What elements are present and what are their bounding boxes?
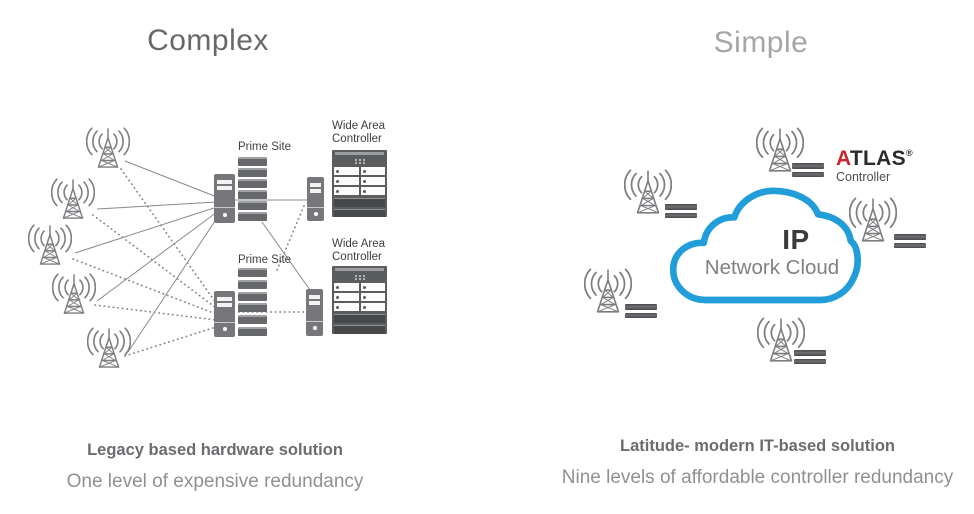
server-icon [306, 289, 323, 336]
server-stack-icon [238, 157, 267, 221]
server-icon [307, 177, 324, 221]
redundancy-bars-icon [894, 234, 926, 251]
atlas-controller-label: Controller [836, 170, 891, 184]
redundancy-bars-icon [665, 204, 697, 221]
server-stack-icon [238, 268, 267, 336]
redundancy-bars-icon [792, 163, 824, 180]
redundancy-bars-icon [625, 304, 657, 321]
legacy-caption-subtitle: One level of expensive redundancy [66, 471, 364, 492]
redundancy-bars-icon [794, 350, 826, 367]
server-icon [214, 174, 235, 223]
registered-mark-icon: ® [905, 148, 913, 158]
controller-rack-icon [332, 266, 387, 334]
simple-heading: Simple [713, 26, 809, 59]
atlas-letters-tlas: TLAS [849, 147, 906, 170]
wide-area-controller-label: Wide Area Controller [332, 120, 386, 145]
atlas-controller-logo: ATLAS® Controller [836, 143, 913, 188]
cloud-network-label: Network Cloud [704, 256, 840, 279]
latitude-caption-title: Latitude- modern IT-based solution [619, 437, 895, 455]
radio-tower-icon [86, 126, 130, 170]
prime-site-label: Prime Site [238, 141, 292, 153]
atlas-wordmark: ATLAS® [836, 143, 913, 169]
server-icon [214, 291, 235, 337]
latitude-caption-subtitle: Nine levels of affordable controller red… [561, 467, 954, 488]
radio-tower-icon [52, 272, 96, 316]
prime-site-label: Prime Site [238, 254, 292, 266]
radio-tower-icon [87, 326, 131, 370]
radio-tower-icon [51, 177, 95, 221]
wide-area-controller-label: Wide Area Controller [332, 238, 386, 263]
cloud-icon [669, 187, 861, 304]
legacy-caption-title: Legacy based hardware solution [87, 441, 343, 459]
controller-rack-icon [332, 150, 387, 217]
radio-tower-icon [849, 196, 897, 244]
radio-tower-icon [28, 223, 72, 267]
complex-heading: Complex [147, 24, 269, 57]
atlas-letter-a: A [836, 147, 850, 170]
cloud-ip-label: IP [782, 224, 810, 255]
